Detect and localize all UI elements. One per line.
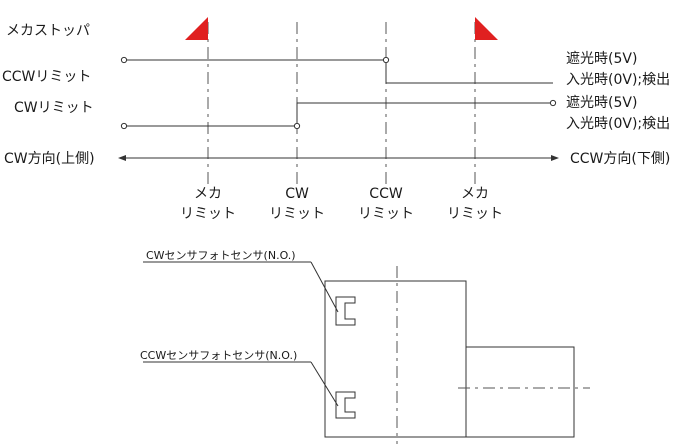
- cw-direction-label: CW方向(上側): [4, 151, 95, 167]
- cw-limit-signal: [120, 99, 557, 130]
- bottom-leader-line: [310, 361, 339, 407]
- cw-limit-label: CWリミット: [14, 100, 94, 116]
- cw-photo-sensor: [335, 296, 356, 326]
- sensor-drawing: [143, 261, 590, 444]
- direction-arrow: [118, 155, 559, 161]
- motor-body: [465, 346, 575, 438]
- mecha-left-label-1: メカ: [194, 186, 222, 202]
- ccw-label-2: リミット: [358, 206, 414, 222]
- right-stopper-marker: [475, 17, 498, 40]
- mecha-right-label-1: メカ: [461, 186, 489, 202]
- cw-label-1: CW: [285, 186, 309, 202]
- cw-low-label: 入光時(0V);検出: [566, 116, 670, 132]
- ccw-direction-label: CCW方向(下側): [570, 151, 670, 167]
- cw-label-2: リミット: [269, 206, 325, 222]
- ccw-limit-signal: [120, 56, 553, 84]
- ccw-sensor-label: CCWセンサフォトセンサ(N.O.): [140, 349, 297, 362]
- left-stopper-marker: [185, 17, 208, 40]
- top-leader-line: [310, 261, 339, 313]
- mecha-stopper-label: メカストッパ: [6, 23, 90, 39]
- cw-sensor-label: CWセンサフォトセンサ(N.O.): [146, 249, 296, 262]
- stage-body: [324, 280, 467, 438]
- ccw-limit-label: CCWリミット: [2, 69, 91, 85]
- mecha-left-label-2: リミット: [180, 206, 236, 222]
- ccw-photo-sensor: [335, 391, 356, 419]
- mecha-right-label-2: リミット: [447, 206, 503, 222]
- ccw-low-label: 入光時(0V);検出: [566, 72, 670, 88]
- ccw-high-label: 遮光時(5V): [566, 51, 637, 67]
- cw-high-label: 遮光時(5V): [566, 95, 637, 111]
- ccw-label-1: CCW: [369, 186, 403, 202]
